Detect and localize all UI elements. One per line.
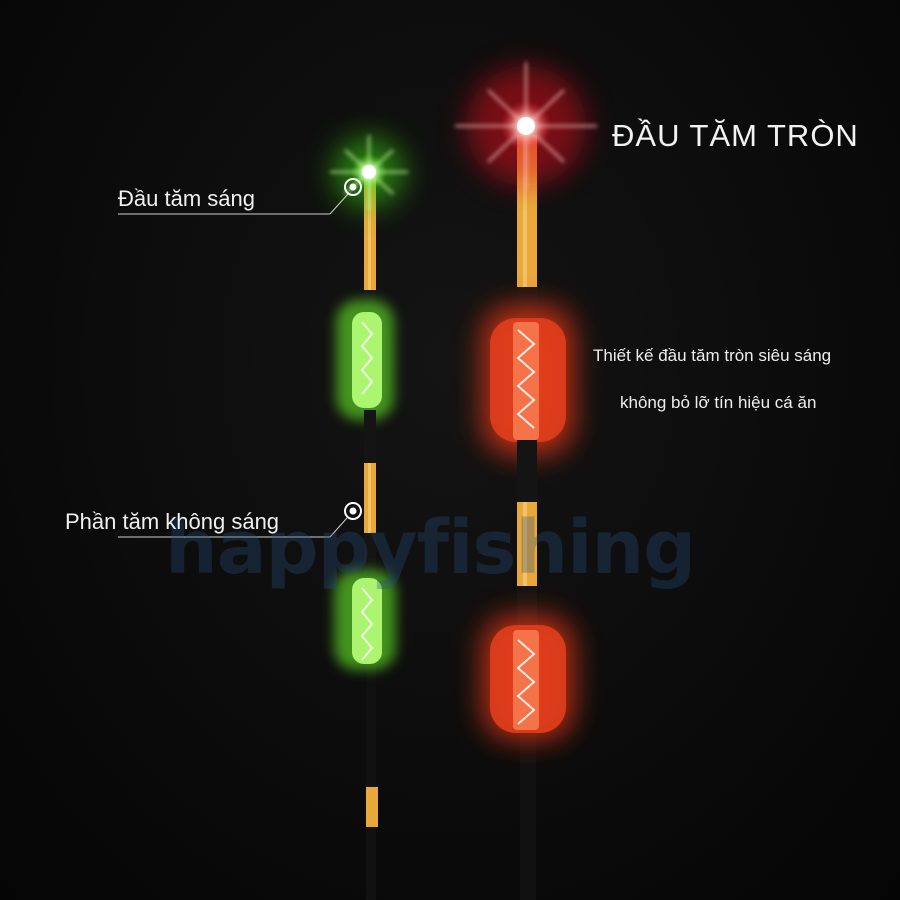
watermark-happyfishing: happyfishing xyxy=(165,505,696,591)
green-float-bottom-band xyxy=(366,787,378,827)
callout-dot-icon xyxy=(344,502,362,520)
label-non-glowing-part: Phần tăm không sáng xyxy=(65,509,280,534)
callout-non-glowing-part xyxy=(118,502,362,538)
green-float-lower-stem xyxy=(366,600,376,900)
red-float xyxy=(455,62,597,900)
callout-glowing-tip xyxy=(118,178,362,215)
red-float-lower-stem xyxy=(520,720,536,900)
description-line-2: không bỏ lỡ tín hiệu cá ăn xyxy=(620,393,817,412)
green-float xyxy=(330,135,408,900)
callout-dot-icon xyxy=(344,178,362,196)
description-line-1: Thiết kế đầu tăm tròn siêu sáng xyxy=(593,346,832,365)
page-title: ĐẦU TĂM TRÒN xyxy=(612,118,859,153)
label-glowing-tip: Đầu tăm sáng xyxy=(118,186,255,211)
